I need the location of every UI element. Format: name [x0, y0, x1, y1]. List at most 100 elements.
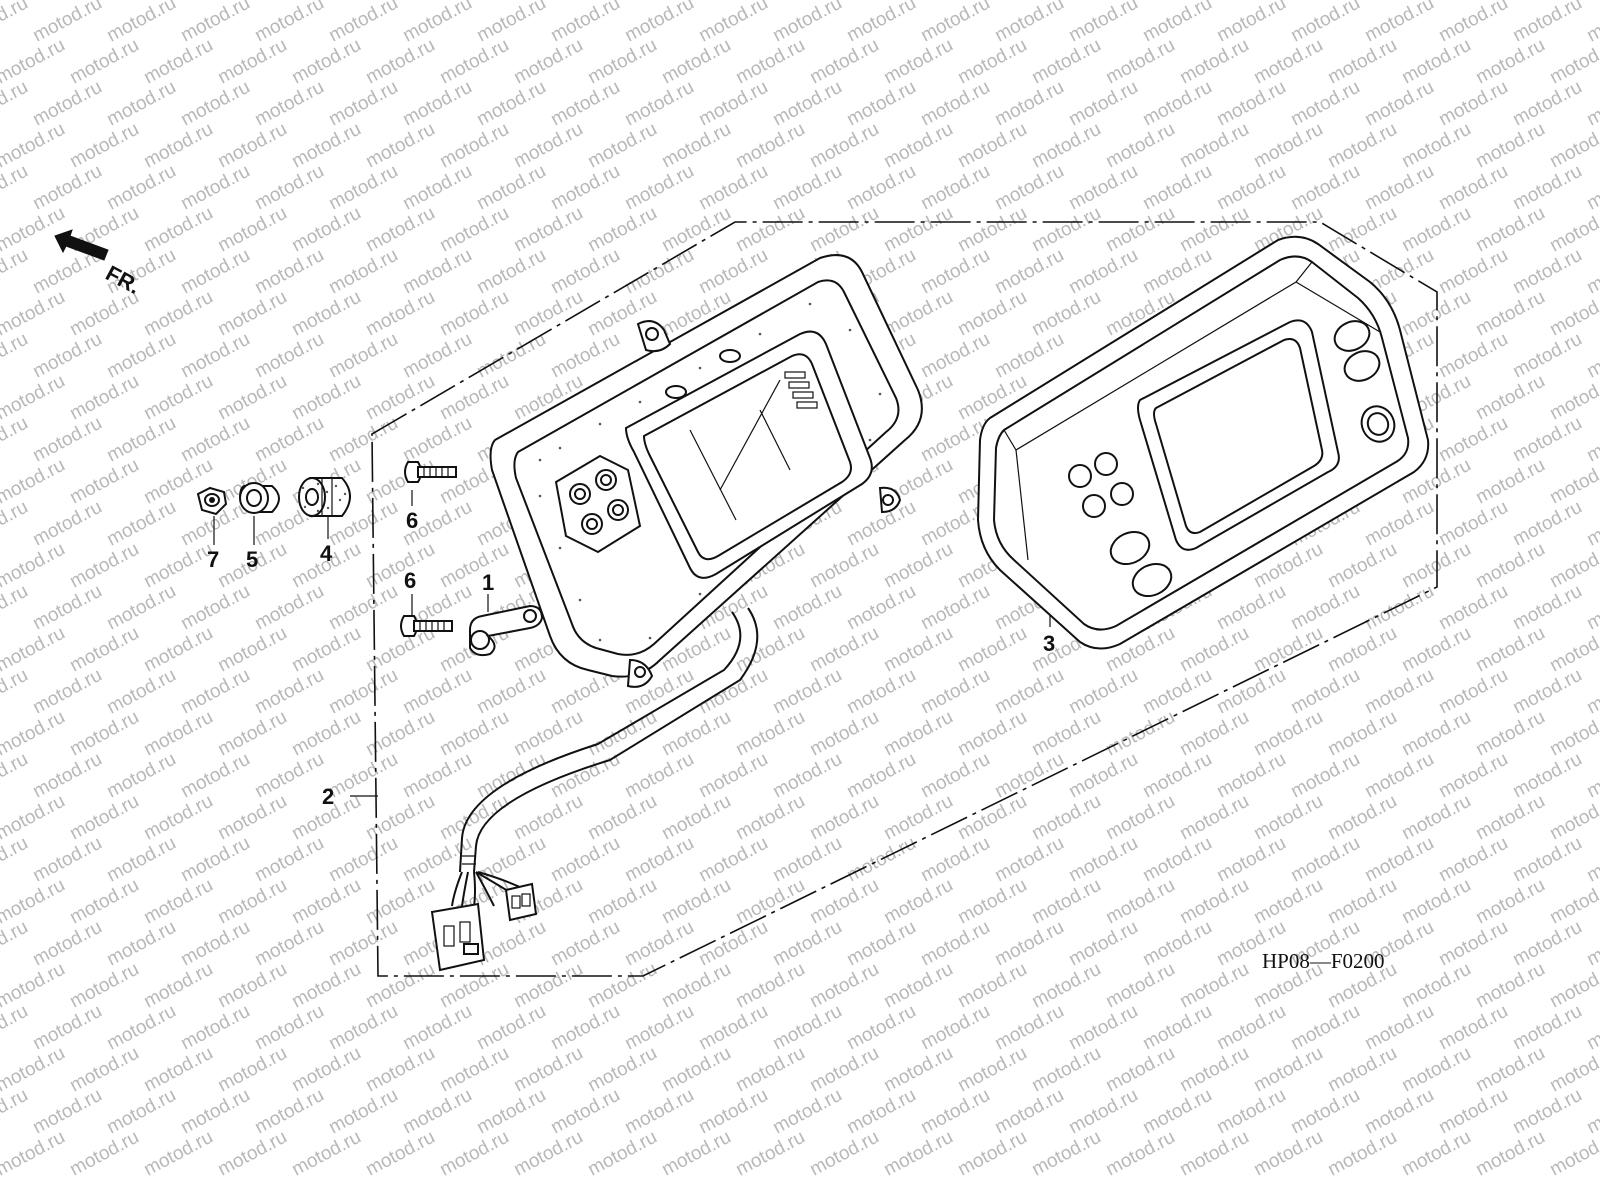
watermark-text: motod.ru — [732, 875, 808, 929]
watermark-text: motod.ru — [1324, 1127, 1400, 1181]
watermark-text: motod.ru — [177, 1085, 253, 1139]
watermark-text: motod.ru — [325, 245, 401, 299]
watermark-text: motod.ru — [1287, 1085, 1363, 1139]
watermark-text: motod.ru — [1102, 1043, 1178, 1097]
watermark-text: motod.ru — [288, 707, 364, 761]
watermark-text: motod.ru — [584, 1043, 660, 1097]
part-3-meter-case — [976, 235, 1430, 650]
watermark-text: motod.ru — [288, 959, 364, 1013]
watermark-text: motod.ru — [1472, 119, 1548, 173]
watermark-text: motod.ru — [103, 0, 179, 46]
watermark-text: motod.ru — [29, 161, 105, 215]
watermark-text: motod.ru — [1287, 749, 1363, 803]
watermark-text: motod.ru — [621, 917, 697, 971]
watermark-text: motod.ru — [325, 917, 401, 971]
watermark-text: motod.ru — [510, 287, 586, 341]
watermark-text: motod.ru — [547, 77, 623, 131]
part-7-nut — [196, 486, 228, 516]
watermark-text: motod.ru — [1361, 833, 1437, 887]
watermark-text: motod.ru — [954, 35, 1030, 89]
watermark-text: motod.ru — [991, 665, 1067, 719]
watermark-text: motod.ru — [732, 119, 808, 173]
watermark-text: motod.ru — [1139, 0, 1215, 46]
watermark-text: motod.ru — [1583, 917, 1600, 971]
watermark-text: motod.ru — [1028, 875, 1104, 929]
watermark-text: motod.ru — [29, 1085, 105, 1139]
watermark-text: motod.ru — [843, 0, 919, 46]
watermark-text: motod.ru — [0, 917, 32, 971]
watermark-text: motod.ru — [325, 161, 401, 215]
watermark-text: motod.ru — [695, 77, 771, 131]
watermark-text: motod.ru — [66, 1043, 142, 1097]
watermark-text: motod.ru — [658, 1043, 734, 1097]
watermark-text: motod.ru — [1472, 35, 1548, 89]
watermark-text: motod.ru — [29, 497, 105, 551]
watermark-text: motod.ru — [1398, 203, 1474, 257]
watermark-text: motod.ru — [399, 665, 475, 719]
watermark-text: motod.ru — [1176, 1127, 1252, 1181]
watermark-text: motod.ru — [695, 917, 771, 971]
bar-indicator — [784, 371, 818, 409]
watermark-text: motod.ru — [1398, 35, 1474, 89]
watermark-text: motod.ru — [214, 35, 290, 89]
watermark-text: motod.ru — [1509, 1001, 1585, 1055]
watermark-text: motod.ru — [917, 917, 993, 971]
watermark-text: motod.ru — [1213, 581, 1289, 635]
watermark-text: motod.ru — [1509, 833, 1585, 887]
watermark-text: motod.ru — [1509, 749, 1585, 803]
watermark-text: motod.ru — [1324, 35, 1400, 89]
watermark-text: motod.ru — [436, 119, 512, 173]
watermark-text: motod.ru — [1028, 119, 1104, 173]
watermark-text: motod.ru — [880, 1043, 956, 1097]
watermark-text: motod.ru — [251, 749, 327, 803]
watermark-text: motod.ru — [288, 35, 364, 89]
watermark-text: motod.ru — [177, 329, 253, 383]
watermark-text: motod.ru — [1176, 791, 1252, 845]
watermark-text: motod.ru — [436, 371, 512, 425]
watermark-text: motod.ru — [1102, 875, 1178, 929]
watermark-text: motod.ru — [991, 245, 1067, 299]
watermark-text: motod.ru — [214, 1127, 290, 1181]
watermark-text: motod.ru — [1583, 413, 1600, 467]
watermark-text: motod.ru — [1398, 875, 1474, 929]
watermark-text: motod.ru — [880, 203, 956, 257]
watermark-text: motod.ru — [1583, 161, 1600, 215]
watermark-text: motod.ru — [991, 0, 1067, 46]
watermark-text: motod.ru — [0, 77, 32, 131]
watermark-text: motod.ru — [1028, 959, 1104, 1013]
watermark-text: motod.ru — [621, 77, 697, 131]
watermark-text: motod.ru — [140, 959, 216, 1013]
watermark-text: motod.ru — [0, 1001, 32, 1055]
watermark-text: motod.ru — [547, 833, 623, 887]
watermark-text: motod.ru — [1102, 707, 1178, 761]
watermark-text: motod.ru — [362, 1127, 438, 1181]
watermark-text: motod.ru — [1361, 665, 1437, 719]
watermark-text: motod.ru — [399, 749, 475, 803]
watermark-text: motod.ru — [399, 833, 475, 887]
watermark-text: motod.ru — [1102, 1127, 1178, 1181]
watermark-text: motod.ru — [510, 119, 586, 173]
watermark-text: motod.ru — [695, 833, 771, 887]
watermark-text: motod.ru — [362, 875, 438, 929]
watermark-text: motod.ru — [806, 1043, 882, 1097]
watermark-text: motod.ru — [0, 161, 32, 215]
watermark-text: motod.ru — [66, 623, 142, 677]
watermark-text: motod.ru — [1250, 1127, 1326, 1181]
watermark-text: motod.ru — [436, 203, 512, 257]
watermark-text: motod.ru — [0, 1085, 32, 1139]
watermark-text: motod.ru — [140, 371, 216, 425]
watermark-text: motod.ru — [880, 959, 956, 1013]
watermark-text: motod.ru — [1583, 833, 1600, 887]
watermark-text: motod.ru — [1065, 833, 1141, 887]
watermark-text: motod.ru — [695, 0, 771, 46]
watermark-text: motod.ru — [214, 875, 290, 929]
watermark-text: motod.ru — [177, 665, 253, 719]
watermark-text: motod.ru — [177, 917, 253, 971]
diagram-code: HP08—F0200 — [1262, 949, 1385, 973]
watermark-text: motod.ru — [732, 707, 808, 761]
callout-6-upper: 6 — [406, 508, 418, 533]
watermark-text: motod.ru — [1324, 707, 1400, 761]
watermark-text: motod.ru — [1472, 623, 1548, 677]
watermark-text: motod.ru — [66, 119, 142, 173]
